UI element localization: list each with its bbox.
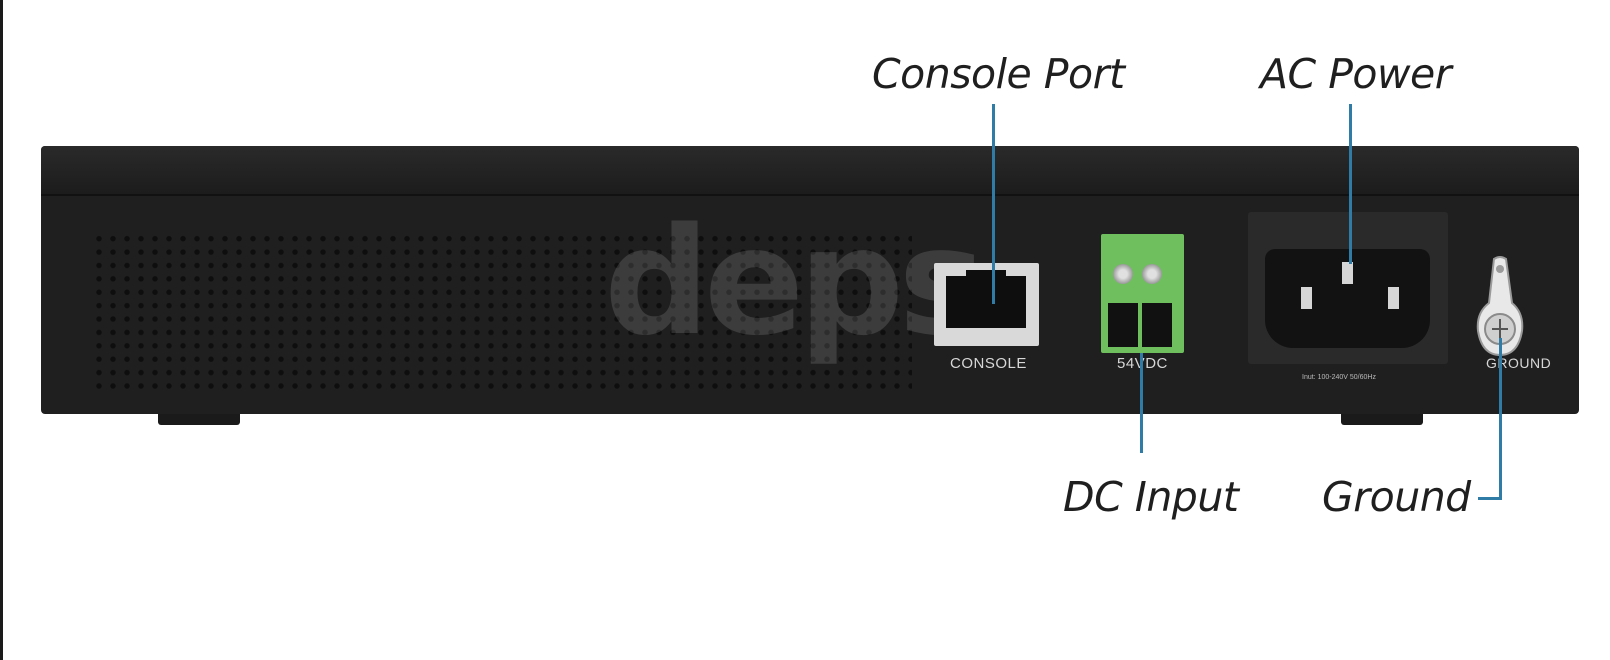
leader-console	[992, 104, 995, 304]
console-port-rj45	[946, 276, 1026, 328]
watermark: deps	[604, 196, 986, 368]
ac-pin-earth	[1342, 262, 1353, 284]
ac-pin-left	[1301, 287, 1312, 309]
device-foot-right	[1341, 414, 1423, 425]
chassis-top-edge	[41, 146, 1579, 196]
ventilation-grille	[92, 232, 912, 392]
ac-pin-right	[1388, 287, 1399, 309]
dc-socket-left	[1108, 303, 1138, 347]
leader-dc	[1140, 353, 1143, 453]
callout-ac-power: AC Power	[1260, 50, 1452, 98]
image-edge	[0, 0, 3, 660]
device-foot-left	[158, 414, 240, 425]
callout-dc-input: DC Input	[1063, 473, 1239, 521]
dc-socket-right	[1142, 303, 1172, 347]
console-label: CONSOLE	[950, 355, 1027, 372]
leader-ground-vertical	[1499, 338, 1502, 500]
ground-lug-icon	[1476, 256, 1524, 357]
ac-rating-label: Inut: 100-240V 50/60Hz	[1302, 374, 1376, 381]
dc-screw-right	[1142, 264, 1162, 284]
callout-ground: Ground	[1322, 473, 1471, 521]
dc-screw-left	[1113, 264, 1133, 284]
console-port-latch	[966, 270, 1006, 278]
leader-ac	[1349, 104, 1352, 264]
leader-ground-horizontal	[1478, 497, 1502, 500]
ground-label: GROUND	[1486, 355, 1552, 371]
callout-console-port: Console Port	[872, 50, 1125, 98]
